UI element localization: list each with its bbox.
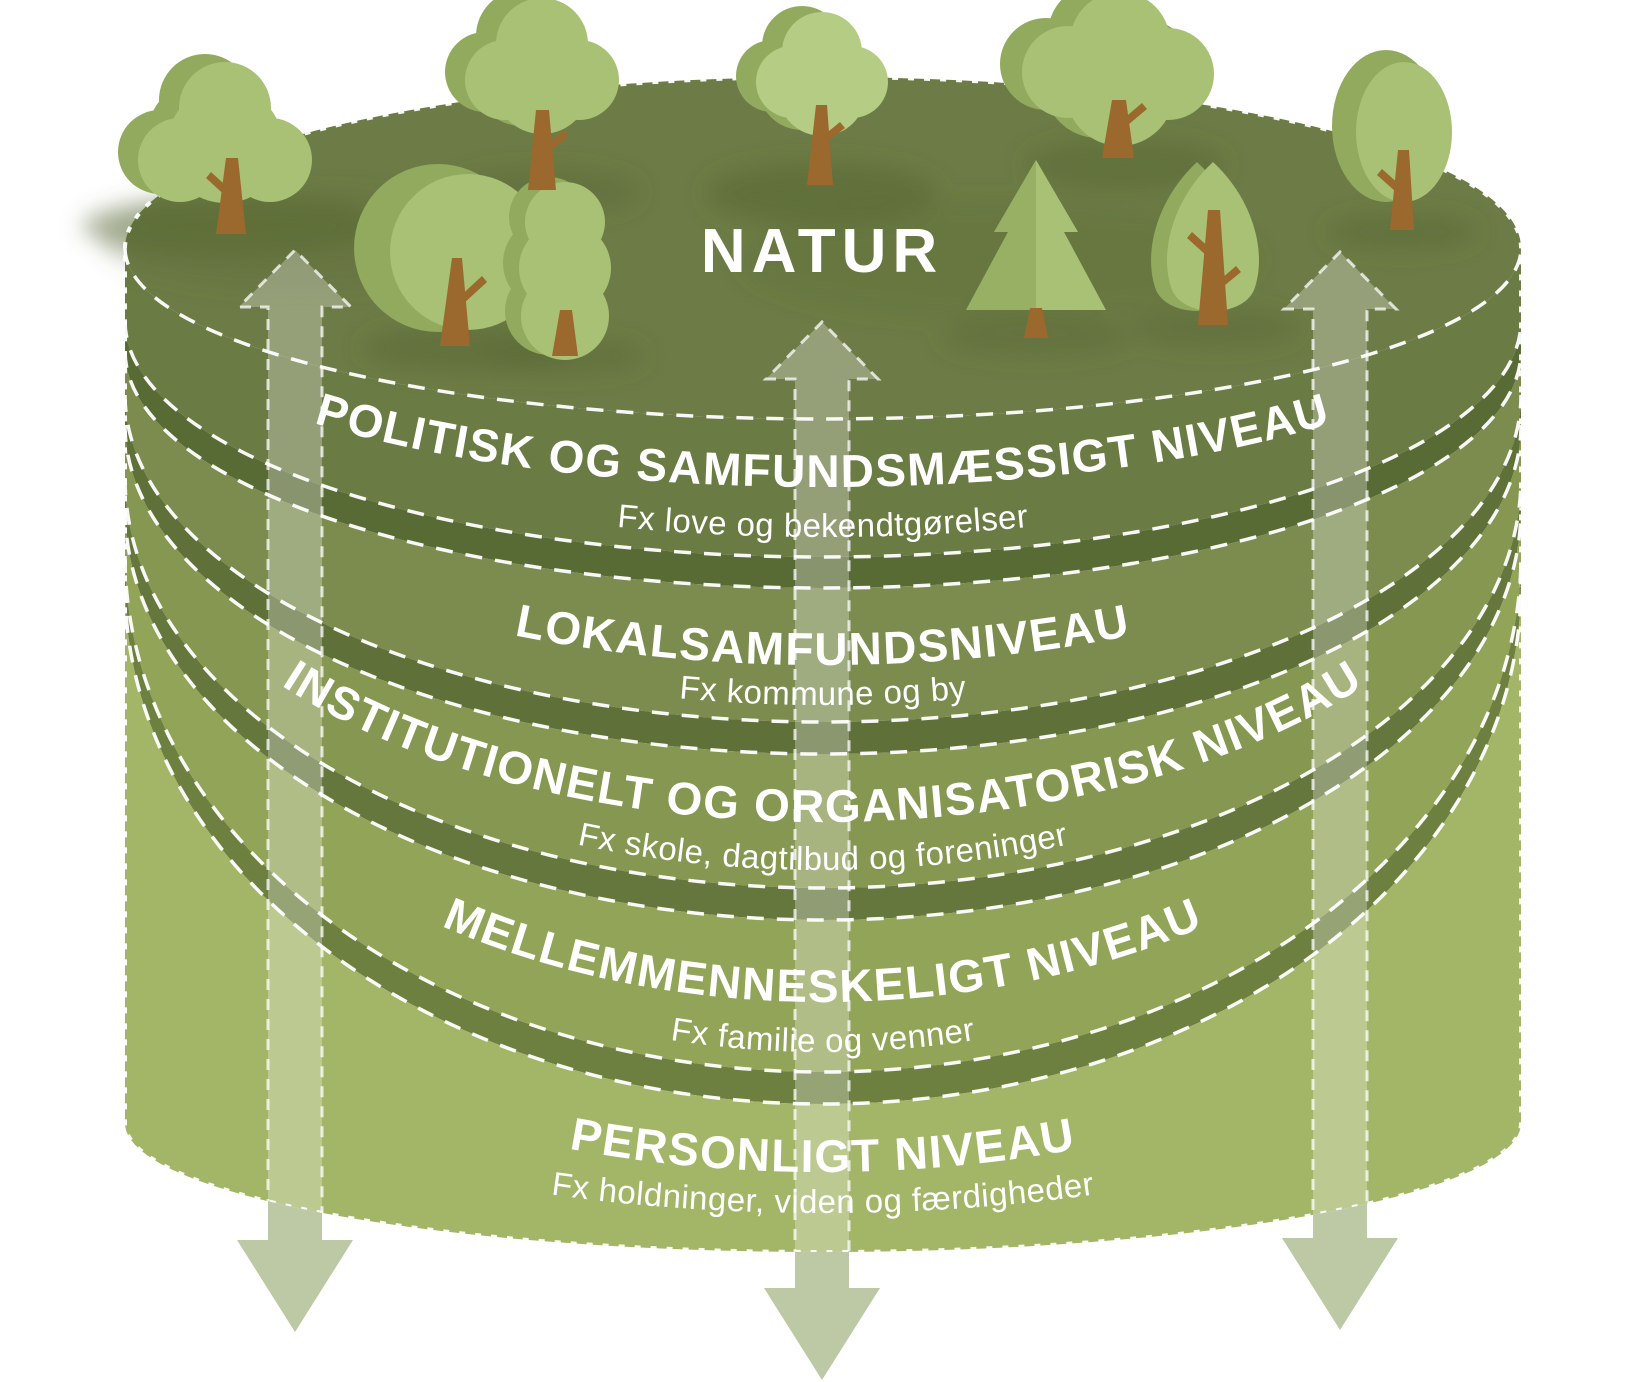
natur-label: NATUR	[701, 217, 943, 286]
tree-column-icon	[503, 177, 611, 360]
band-institutionelt	[125, 425, 1521, 888]
interaction-arrows	[235, 247, 1400, 1380]
double-arrow-left	[235, 247, 355, 1332]
tree-oval-icon	[1332, 50, 1452, 230]
tree-deciduous-icon	[1000, 0, 1214, 158]
divider-3-bottom-dashed	[123, 507, 1523, 922]
trees	[118, 0, 1452, 360]
divider-3-top-dashed	[123, 477, 1523, 890]
tree-pine-icon	[966, 160, 1106, 338]
tree-teardrop-icon	[1151, 162, 1259, 325]
tree-round-icon	[354, 164, 546, 346]
double-arrow-center	[762, 319, 882, 1380]
divider-2-top-dashed	[123, 394, 1523, 724]
band-personligt	[125, 586, 1521, 1252]
rim-dashed-line	[123, 247, 1523, 421]
band-politisk	[125, 248, 1521, 557]
dashed-lines	[123, 75, 1523, 1254]
cylinder-bands	[125, 248, 1521, 1252]
double-arrow-right	[1280, 249, 1400, 1330]
band-lokalsamfund	[125, 351, 1521, 722]
layer-2-subtitle: Fx kommune og by	[678, 668, 967, 712]
divider-4-bottom-dashed	[123, 585, 1523, 1106]
band-mellemmenneskeligt	[125, 508, 1521, 1072]
tree-deciduous-icon	[445, 0, 619, 190]
tree-deciduous-icon	[118, 54, 312, 234]
divider-2-bottom-dashed	[123, 424, 1523, 756]
cylinder-outline-dashed	[123, 75, 1523, 1254]
tree-deciduous-icon	[736, 6, 888, 185]
